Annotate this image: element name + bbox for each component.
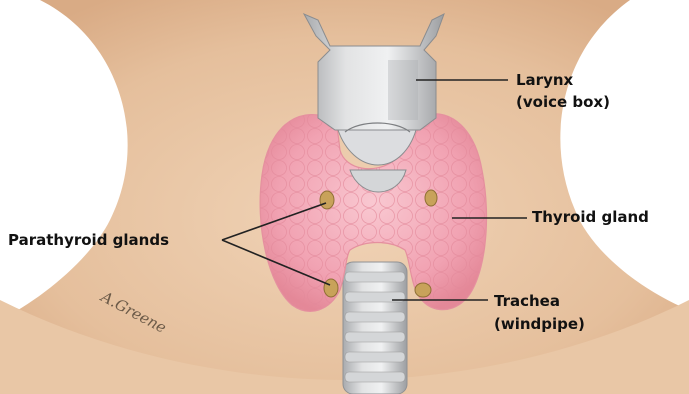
trachea bbox=[343, 262, 407, 394]
parathyroid-gland bbox=[320, 191, 334, 209]
parathyroid-gland bbox=[324, 279, 338, 297]
label-larynx-description: (voice box) bbox=[516, 93, 610, 111]
label-trachea: Trachea bbox=[494, 292, 560, 310]
parathyroid-gland bbox=[415, 283, 431, 297]
label-parathyroid-glands: Parathyroid glands bbox=[8, 231, 169, 249]
label-larynx: Larynx bbox=[516, 71, 574, 89]
label-thyroid-gland: Thyroid gland bbox=[532, 208, 649, 226]
parathyroid-gland bbox=[425, 190, 437, 206]
label-trachea-description: (windpipe) bbox=[494, 315, 585, 333]
